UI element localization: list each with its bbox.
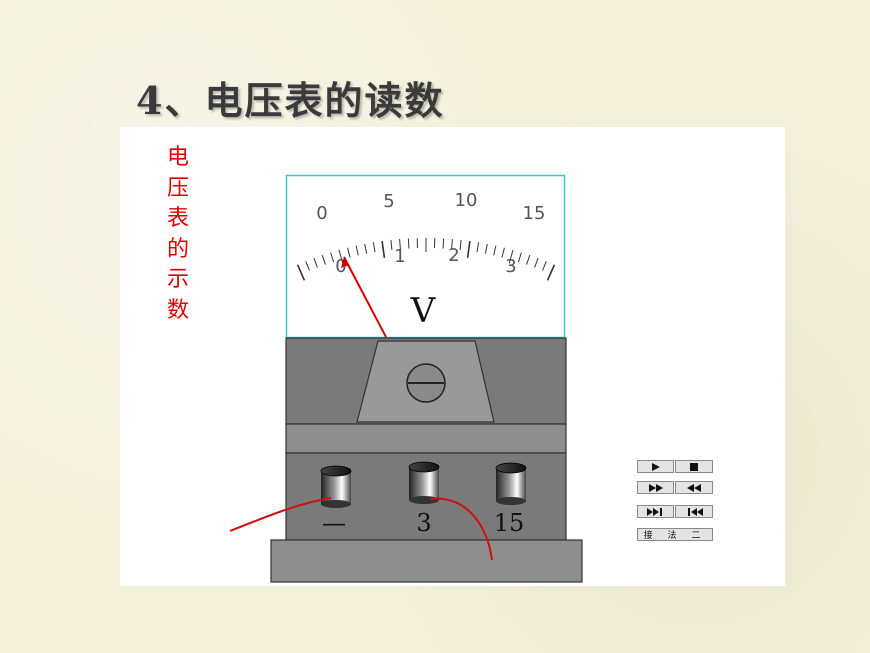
- terminal-label: —: [322, 509, 346, 537]
- connection-method-label: 接 法 二: [643, 531, 707, 541]
- terminal-15v[interactable]: [495, 462, 527, 505]
- lower-scale-label: 0: [335, 256, 346, 277]
- scale-tick: [459, 239, 462, 250]
- scale-tick: [355, 245, 359, 256]
- upper-scale-label: 10: [455, 190, 478, 211]
- scale-tick: [501, 247, 505, 258]
- meter-body-ledge: [285, 423, 567, 454]
- scale-tick: [364, 243, 368, 254]
- needle-tip: [341, 257, 349, 268]
- meter-face: [285, 174, 566, 339]
- scale-tick: [305, 261, 310, 271]
- scale-tick: [526, 255, 531, 265]
- terminal-label: 3: [416, 509, 431, 537]
- upper-scale-label: 0: [316, 203, 327, 224]
- scale-tick: [330, 252, 335, 263]
- lower-scale-label: 2: [448, 245, 459, 266]
- stop-button[interactable]: [675, 460, 713, 473]
- lower-scale-label: 1: [394, 246, 405, 267]
- scale-tick: [508, 249, 514, 264]
- scale-tick: [313, 257, 318, 268]
- fast-forward-button[interactable]: [637, 481, 674, 494]
- scale-tick: [390, 239, 393, 250]
- skip-to-start-icon: [687, 507, 703, 516]
- rewind-icon: [687, 483, 701, 492]
- scale-tick: [407, 238, 410, 249]
- scale-ticks: [296, 238, 556, 281]
- terminal-label: 15: [494, 509, 525, 537]
- stop-icon: [690, 462, 698, 471]
- skip-to-start-button[interactable]: [675, 505, 713, 518]
- scale-tick: [399, 239, 401, 250]
- scale-tick: [546, 264, 556, 281]
- unit-symbol: V: [410, 291, 437, 331]
- scale-tick: [347, 247, 351, 258]
- play-button[interactable]: [637, 460, 674, 473]
- rewind-button[interactable]: [675, 481, 713, 494]
- scale-tick: [296, 264, 306, 281]
- play-icon: [651, 462, 660, 471]
- scale-tick: [466, 240, 471, 258]
- slide-title: 4、电压表的读数: [136, 78, 445, 123]
- connection-method-button[interactable]: 接 法 二: [637, 528, 713, 541]
- scale-tick: [493, 245, 497, 256]
- scale-tick: [372, 242, 376, 253]
- scale-tick: [381, 240, 386, 258]
- skip-to-end-icon: [647, 507, 662, 516]
- scale-tick: [534, 257, 539, 268]
- terminal-3v[interactable]: [408, 461, 440, 504]
- wire-positive: [429, 497, 493, 561]
- fast-forward-icon: [648, 483, 663, 492]
- scale-tick: [321, 255, 326, 265]
- scale-tick: [484, 243, 488, 254]
- scale-tick: [517, 252, 522, 263]
- scale-tick: [338, 249, 344, 264]
- skip-to-end-button[interactable]: [637, 505, 674, 518]
- scale-tick: [442, 238, 445, 249]
- meter-needle: [343, 256, 387, 338]
- terminal-negative[interactable]: [320, 465, 352, 508]
- scale-tick: [476, 242, 480, 253]
- scale-tick: [451, 239, 453, 250]
- wire-negative: [229, 497, 332, 532]
- side-label: 电压表的示数: [166, 145, 189, 323]
- lower-scale-label: 3: [505, 256, 516, 277]
- scale-tick: [542, 261, 547, 271]
- meter-base: [270, 539, 583, 583]
- upper-scale-label: 5: [383, 191, 394, 212]
- upper-scale-label: 15: [523, 203, 546, 224]
